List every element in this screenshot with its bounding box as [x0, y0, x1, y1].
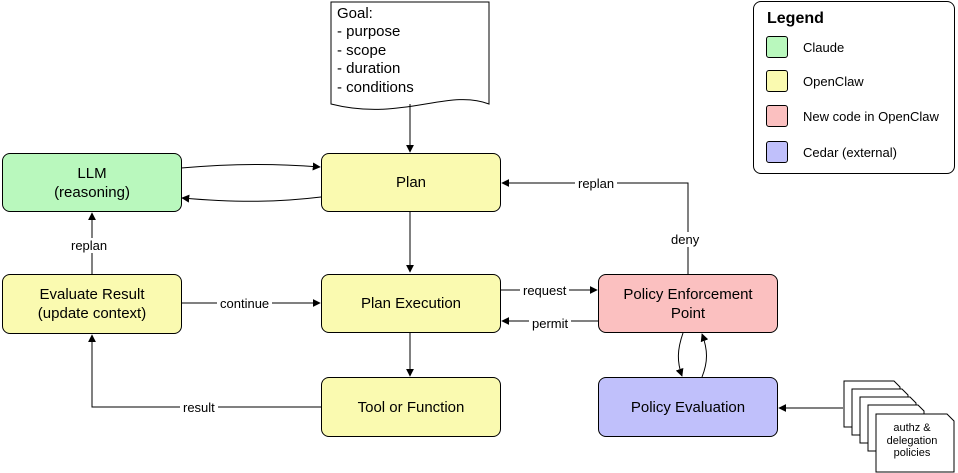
policy-enforcement-point-node[interactable]: Policy Enforcement Point	[598, 274, 778, 333]
policy-evaluation-node[interactable]: Policy Evaluation	[598, 377, 778, 437]
edge-label-replan-top: replan	[575, 176, 618, 191]
edge-plan-llm	[181, 194, 322, 203]
legend-label: New code in OpenClaw	[803, 108, 939, 124]
plan-node[interactable]: Plan	[321, 153, 501, 212]
plan-node-label: Plan	[395, 174, 427, 191]
llm-node-label: LLM (reasoning)	[54, 164, 130, 201]
legend: Legend Claude OpenClaw New code in OpenC…	[753, 1, 955, 174]
legend-swatch-blue	[766, 141, 788, 163]
plan-execution-node-label: Plan Execution	[360, 295, 462, 312]
policies-label: authz & delegation policies	[886, 422, 938, 459]
edge-policyeval-pep	[700, 333, 709, 378]
legend-item-claude: Claude	[766, 36, 844, 58]
goal-text: Goal: - purpose - scope - duration - con…	[337, 5, 414, 96]
edge-pep-policyeval	[675, 332, 684, 377]
edge-label-deny: deny	[668, 232, 703, 247]
edge-label-result: result	[180, 400, 218, 415]
evaluate-result-node[interactable]: Evaluate Result (update context)	[2, 274, 182, 334]
plan-execution-node[interactable]: Plan Execution	[321, 274, 501, 333]
tool-or-function-node-label: Tool or Function	[357, 398, 465, 416]
edge-label-permit: permit	[529, 316, 572, 331]
legend-item-cedar: Cedar (external)	[766, 141, 897, 163]
edge-result	[88, 334, 321, 408]
legend-swatch-green	[766, 36, 788, 58]
edge-llm-plan	[180, 162, 321, 171]
legend-title: Legend	[767, 10, 824, 27]
legend-item-openclaw: OpenClaw	[766, 70, 864, 92]
evaluate-result-node-label: Evaluate Result (update context)	[37, 286, 147, 322]
tool-or-function-node[interactable]: Tool or Function	[321, 377, 501, 437]
llm-node[interactable]: LLM (reasoning)	[2, 153, 182, 212]
edge-label-replan-left: replan	[68, 238, 111, 253]
policy-evaluation-node-label: Policy Evaluation	[630, 398, 746, 416]
edge-label-request: request	[520, 283, 570, 298]
legend-label: Claude	[803, 39, 845, 55]
legend-label: Cedar (external)	[803, 144, 897, 160]
legend-label: OpenClaw	[803, 73, 864, 89]
edge-deny-replan	[501, 179, 689, 274]
legend-swatch-red	[766, 105, 788, 127]
edge-label-continue: continue	[217, 296, 273, 311]
policy-documents-stack	[843, 380, 955, 473]
policy-enforcement-point-node-label: Policy Enforcement Point	[623, 285, 753, 322]
legend-swatch-yellow	[766, 70, 788, 92]
goal-document	[330, 1, 490, 110]
legend-item-new-code: New code in OpenClaw	[766, 105, 939, 127]
